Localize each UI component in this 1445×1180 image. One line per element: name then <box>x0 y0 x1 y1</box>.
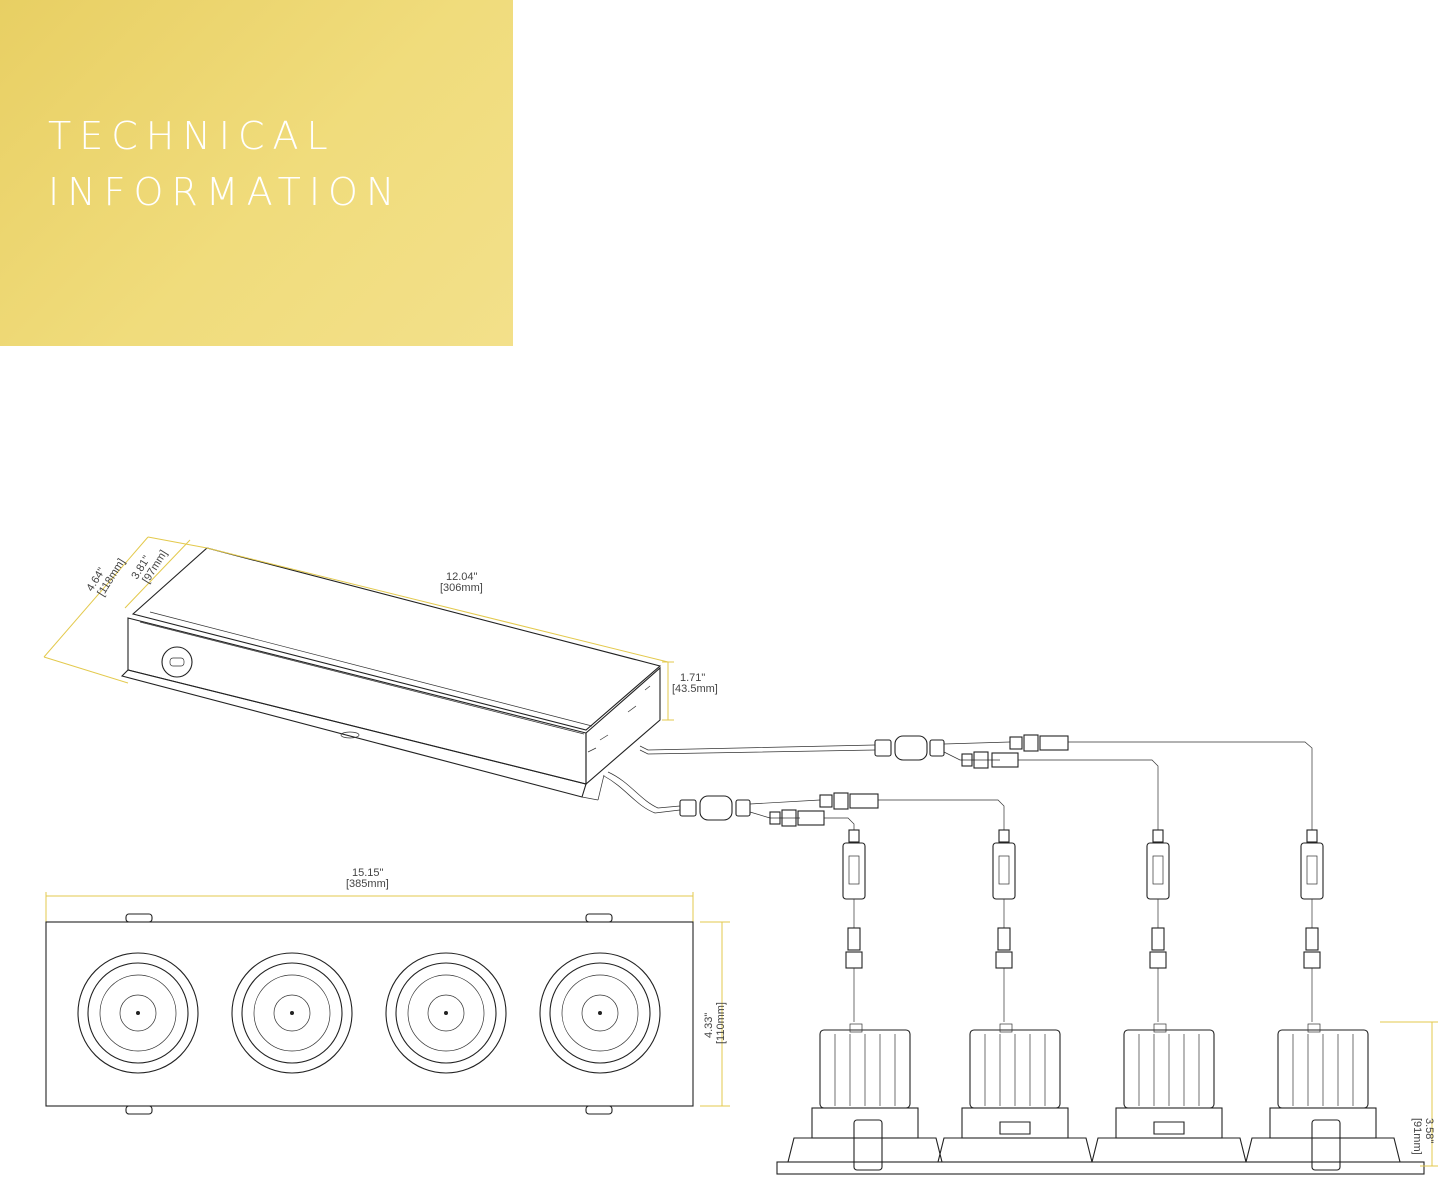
driver-length-mm: [306mm] <box>440 582 483 594</box>
drop-3 <box>1146 829 1170 1022</box>
knockout-icon <box>161 646 193 678</box>
aperture-2 <box>231 952 353 1074</box>
page-title: TECHNICAL INFORMATION <box>48 108 402 220</box>
aperture-4 <box>539 952 661 1074</box>
aperture-3 <box>385 952 507 1074</box>
aperture-1 <box>77 952 199 1074</box>
driver-length: 12.04" <box>446 571 478 583</box>
driver-dimensions: 4.64" [118mm] 3.81" [97mm] 12.04" [306mm… <box>43 536 718 721</box>
module-4 <box>1245 1023 1401 1171</box>
wiring-harness <box>603 734 1324 1022</box>
driver-box <box>120 547 662 801</box>
fixture-side-view: 3.58" [91mm] <box>776 1021 1438 1175</box>
drop-1 <box>842 829 866 1022</box>
trim-length-mm: [385mm] <box>346 878 389 890</box>
module-3 <box>1091 1023 1247 1163</box>
module-2 <box>937 1023 1093 1163</box>
drop-2 <box>992 829 1016 1022</box>
trim-width-mm: [110mm] <box>715 1002 727 1044</box>
driver-height-mm: [43.5mm] <box>672 683 718 695</box>
title-banner: TECHNICAL INFORMATION <box>0 0 513 346</box>
module-1 <box>787 1023 943 1171</box>
trim-length: 15.15" <box>352 867 384 879</box>
title-line-2: INFORMATION <box>48 170 403 214</box>
driver-height: 1.71" <box>680 672 705 684</box>
title-line-1: TECHNICAL <box>48 114 336 158</box>
trim-width: 4.33" <box>703 1013 715 1038</box>
fixture-height: 3.58" <box>1423 1118 1435 1143</box>
trim-plan-view: 15.15" [385mm] 4.33" [110mm] <box>45 867 730 1115</box>
fixture-height-mm: [91mm] <box>1411 1118 1423 1155</box>
drop-4 <box>1300 829 1324 1022</box>
